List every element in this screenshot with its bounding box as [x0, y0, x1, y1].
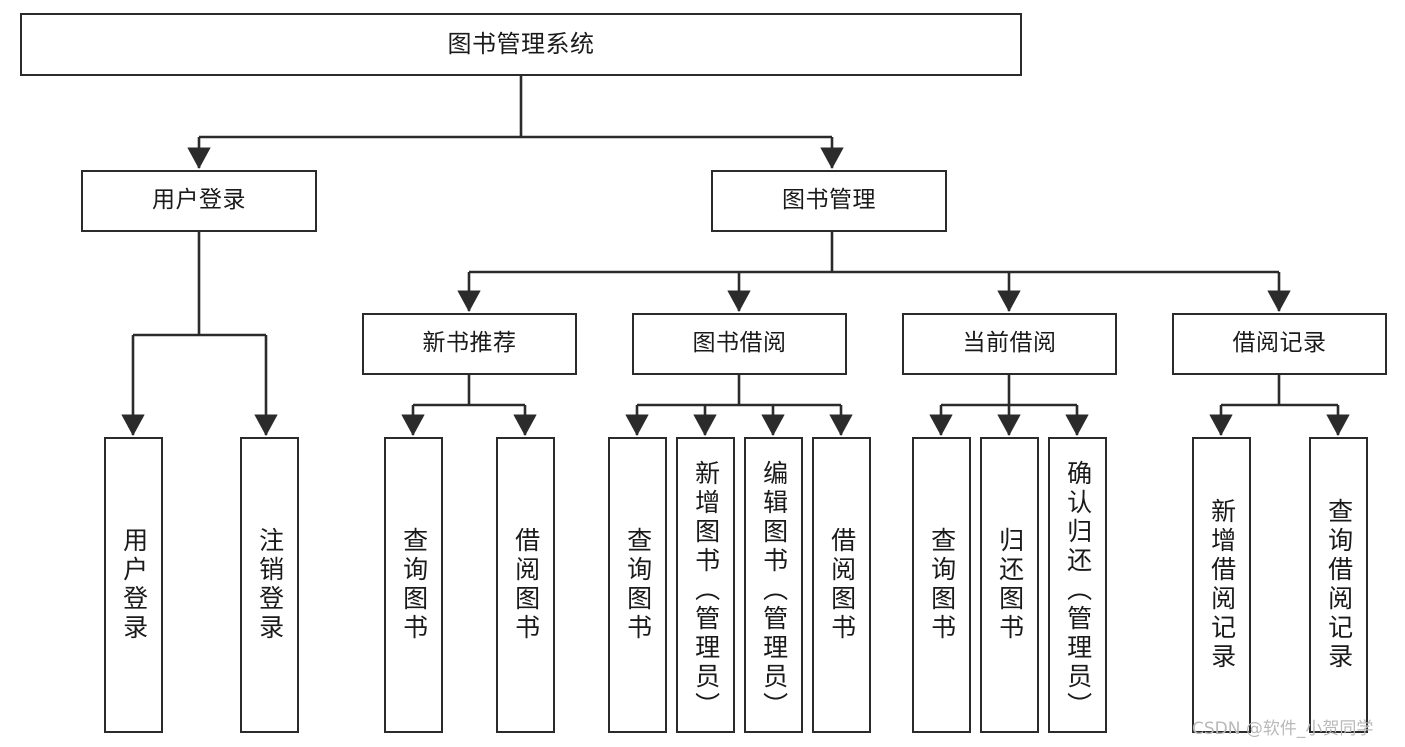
node-leaf-logout-label: 注销登录 [255, 527, 285, 643]
node-leaf-edit-book-label: 编辑图书（管理员） [759, 460, 789, 721]
node-leaf-add-book-label: 新增图书（管理员） [691, 460, 721, 721]
csdn-watermark: CSDN @软件_小贺同学 [1192, 719, 1374, 739]
node-leaf-query-book-2-label: 查询图书 [623, 527, 653, 643]
node-leaf-logout[interactable]: 注销登录 [240, 437, 299, 733]
node-new-book-recommend-label: 新书推荐 [422, 330, 517, 357]
node-book-borrow[interactable]: 图书借阅 [632, 313, 847, 375]
node-leaf-return-book[interactable]: 归还图书 [980, 437, 1039, 733]
node-book-manage[interactable]: 图书管理 [711, 170, 947, 232]
node-leaf-confirm-return[interactable]: 确认归还（管理员） [1048, 437, 1107, 733]
node-root-label: 图书管理系统 [447, 30, 595, 59]
node-leaf-borrow-book-1[interactable]: 借阅图书 [496, 437, 555, 733]
node-user-login[interactable]: 用户登录 [81, 170, 317, 232]
node-leaf-query-book-2[interactable]: 查询图书 [608, 437, 667, 733]
node-leaf-add-book[interactable]: 新增图书（管理员） [676, 437, 735, 733]
node-leaf-confirm-return-label: 确认归还（管理员） [1063, 460, 1093, 721]
node-new-book-recommend[interactable]: 新书推荐 [362, 313, 577, 375]
node-leaf-edit-book[interactable]: 编辑图书（管理员） [744, 437, 803, 733]
node-book-borrow-label: 图书借阅 [692, 330, 787, 357]
node-root[interactable]: 图书管理系统 [20, 13, 1022, 76]
node-leaf-query-book-3-label: 查询图书 [927, 527, 957, 643]
node-user-login-label: 用户登录 [152, 187, 246, 214]
node-current-borrow[interactable]: 当前借阅 [902, 313, 1117, 375]
node-borrow-record[interactable]: 借阅记录 [1172, 313, 1387, 375]
node-leaf-query-record-label: 查询借阅记录 [1324, 498, 1354, 672]
node-leaf-borrow-book-1-label: 借阅图书 [511, 527, 541, 643]
node-leaf-borrow-book-2[interactable]: 借阅图书 [812, 437, 871, 733]
node-leaf-add-record[interactable]: 新增借阅记录 [1192, 437, 1251, 733]
node-leaf-borrow-book-2-label: 借阅图书 [827, 527, 857, 643]
node-book-manage-label: 图书管理 [782, 187, 876, 214]
node-leaf-user-login[interactable]: 用户登录 [104, 437, 163, 733]
node-leaf-query-book-1-label: 查询图书 [399, 527, 429, 643]
node-current-borrow-label: 当前借阅 [962, 330, 1057, 357]
node-leaf-return-book-label: 归还图书 [995, 527, 1025, 643]
node-leaf-query-record[interactable]: 查询借阅记录 [1309, 437, 1368, 733]
node-leaf-query-book-1[interactable]: 查询图书 [384, 437, 443, 733]
node-leaf-add-record-label: 新增借阅记录 [1207, 498, 1237, 672]
node-leaf-user-login-label: 用户登录 [119, 527, 149, 643]
node-leaf-query-book-3[interactable]: 查询图书 [912, 437, 971, 733]
node-borrow-record-label: 借阅记录 [1232, 330, 1327, 357]
